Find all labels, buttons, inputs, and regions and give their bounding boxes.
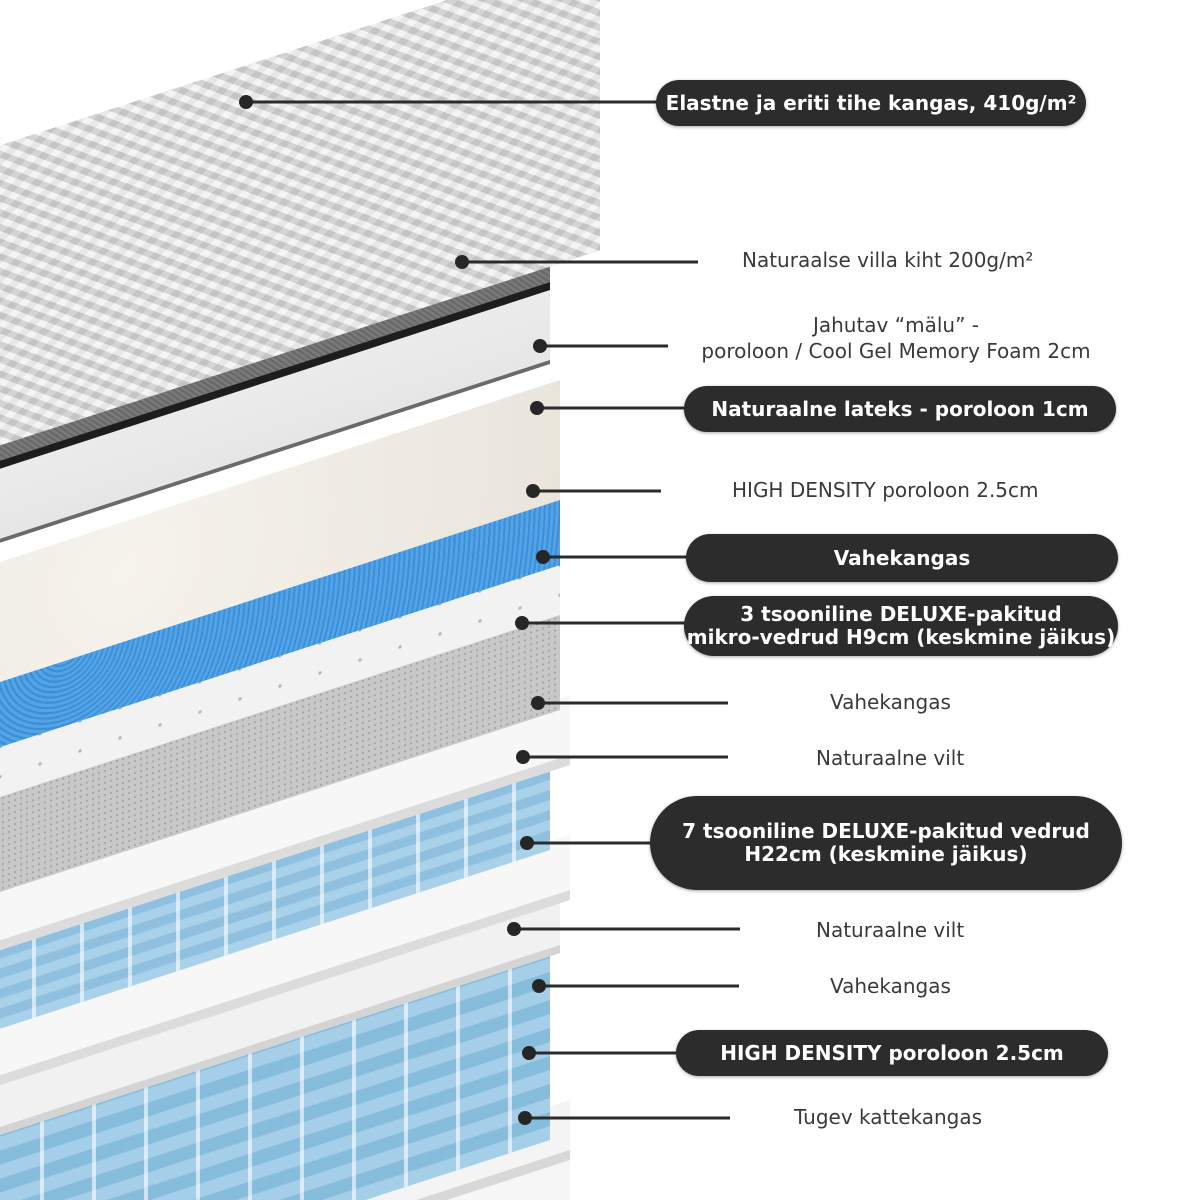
label-springs[interactable]: 7 tsooniline DELUXE-pakitud vedrud H22cm… (650, 796, 1122, 890)
label-fabric-2: Vahekangas (830, 690, 951, 714)
marker-dot[interactable] (518, 1111, 532, 1125)
marker-dot[interactable] (239, 95, 253, 109)
marker-dot[interactable] (520, 836, 534, 850)
label-latex[interactable]: Naturaalne lateks - poroloon 1cm (684, 386, 1116, 432)
label-wool: Naturaalse villa kiht 200g/m² (742, 248, 1034, 272)
label-cover[interactable]: Elastne ja eriti tihe kangas, 410g/m² (656, 80, 1086, 126)
label-fabric-3: Vahekangas (830, 974, 951, 998)
marker-dot[interactable] (530, 401, 544, 415)
mattress-illustration (0, 0, 600, 1200)
label-hd-foam-bottom[interactable]: HIGH DENSITY poroloon 2.5cm (676, 1030, 1108, 1076)
label-bottom-cover: Tugev kattekangas (794, 1105, 983, 1129)
marker-dot[interactable] (522, 1046, 536, 1060)
marker-dot[interactable] (532, 979, 546, 993)
label-felt-2: Naturaalne vilt (816, 918, 965, 942)
label-fabric-1[interactable]: Vahekangas (686, 534, 1118, 582)
label-micro-springs[interactable]: 3 tsooniline DELUXE-pakitud mikro-vedrud… (684, 596, 1118, 656)
marker-dot[interactable] (533, 339, 547, 353)
marker-dot[interactable] (516, 750, 530, 764)
marker-dot[interactable] (536, 550, 550, 564)
label-hd-foam-top: HIGH DENSITY poroloon 2.5cm (732, 478, 1039, 502)
marker-dot[interactable] (515, 616, 529, 630)
label-gel-foam: Jahutav “mälu” - poroloon / Cool Gel Mem… (701, 313, 1091, 363)
marker-dot[interactable] (455, 255, 469, 269)
marker-dot[interactable] (526, 484, 540, 498)
label-felt-1: Naturaalne vilt (816, 746, 965, 770)
marker-dot[interactable] (531, 696, 545, 710)
marker-dot[interactable] (507, 922, 521, 936)
